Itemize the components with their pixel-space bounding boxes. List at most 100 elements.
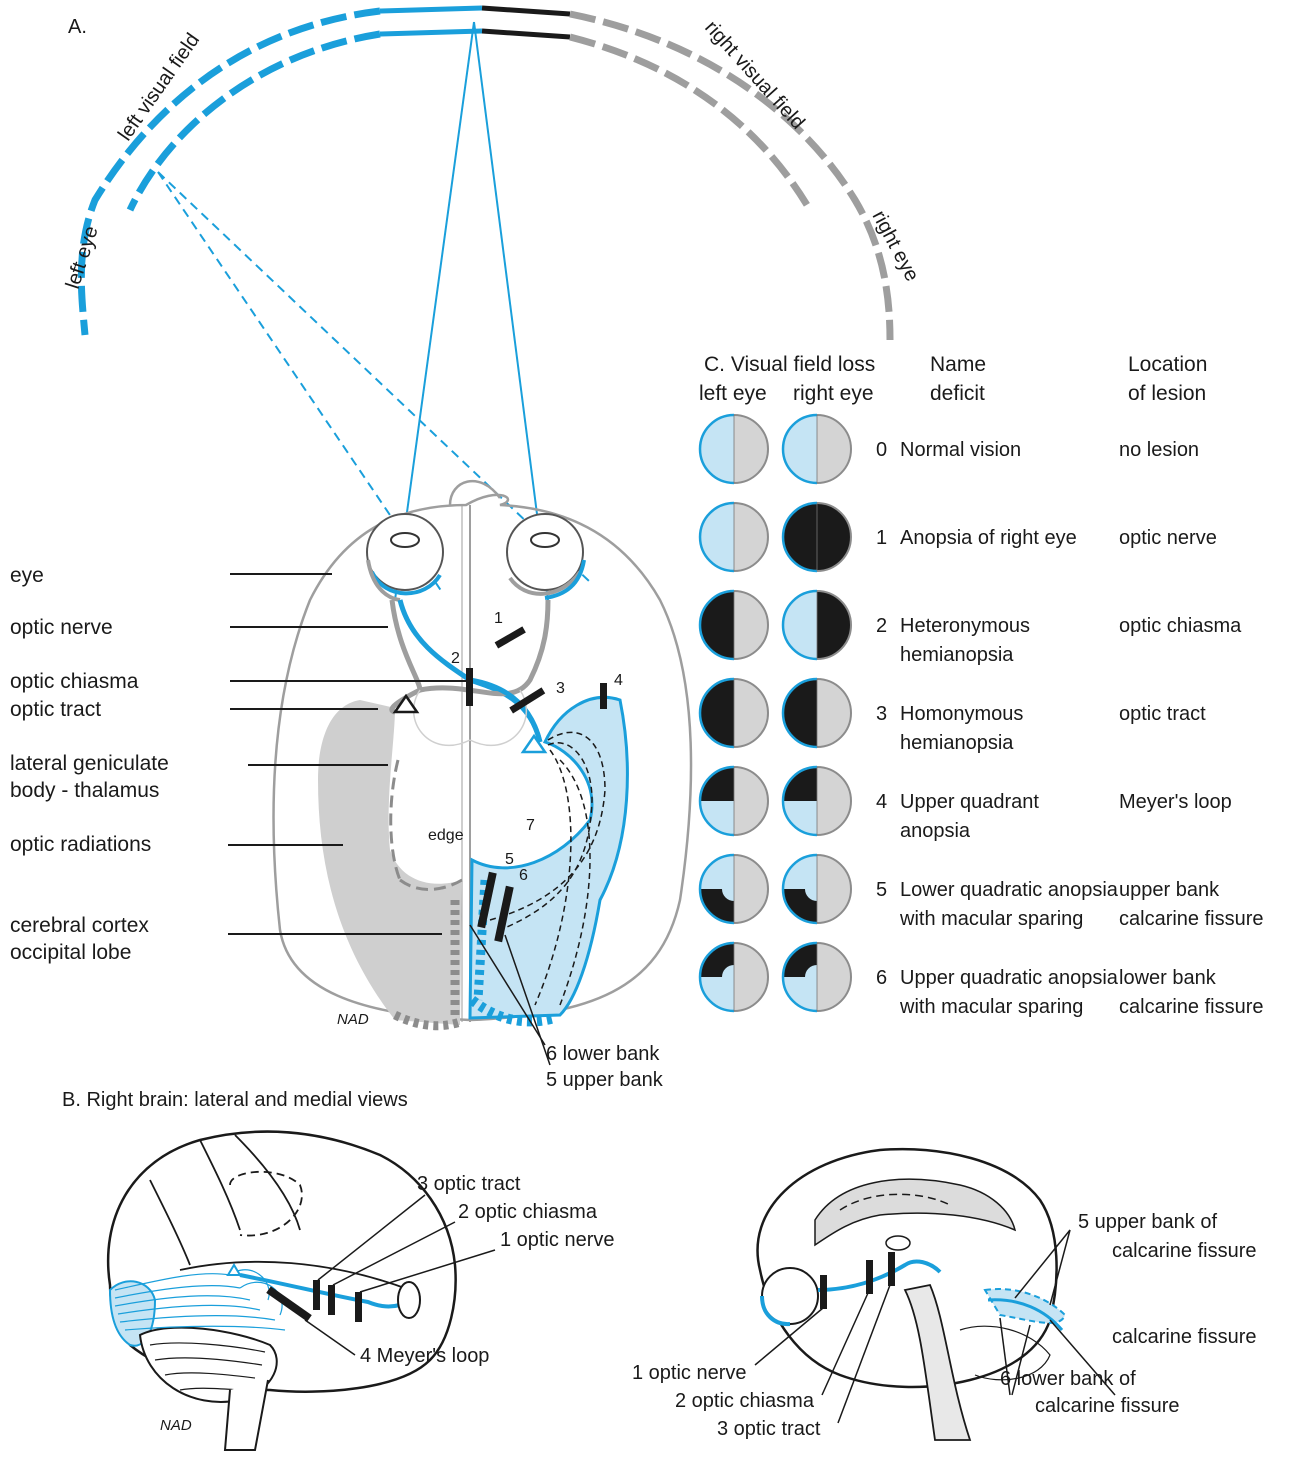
- right-field-solid-inner: [482, 31, 570, 37]
- lesion-number-5: 5: [505, 851, 514, 868]
- right-lgb: [523, 736, 545, 752]
- medial-label-optic-tract: 3 optic tract: [717, 1418, 821, 1440]
- field-disk-right-0-right-half: [817, 415, 851, 483]
- row-name2-6: with macular sparing: [899, 996, 1083, 1018]
- field-disk-left-0: [700, 415, 768, 483]
- right-eyeball-circle: [507, 514, 583, 590]
- label-lgb-line2: body - thalamus: [10, 779, 159, 802]
- lateral-lesion-2: [328, 1285, 335, 1315]
- row-name-1: Anopsia of right eye: [900, 527, 1077, 549]
- field-disk-right-5-right-half: [817, 855, 851, 923]
- row-name-6: Upper quadratic anopsia: [900, 967, 1119, 989]
- row-location-4: Meyer's loop: [1119, 791, 1232, 813]
- label-optic-radiations: optic radiations: [10, 833, 151, 856]
- field-disk-left-2: [700, 591, 768, 659]
- medial-label-calcarine: calcarine fissure: [1112, 1326, 1257, 1348]
- lesion-number-3: 3: [556, 680, 565, 697]
- medial-label-optic-nerve: 1 optic nerve: [632, 1362, 747, 1384]
- field-disk-right-1: [783, 503, 851, 571]
- field-disk-left-5: [700, 855, 768, 923]
- left-optic-radiation: [318, 700, 462, 1025]
- row-name2-2: hemianopsia: [900, 644, 1014, 666]
- label-optic-chiasma: optic chiasma: [10, 670, 139, 693]
- medial-label-lower-bank-line2: calcarine fissure: [1035, 1395, 1180, 1417]
- lesion-number-7: 7: [526, 817, 535, 834]
- row-name-4: Upper quadrant: [900, 791, 1039, 813]
- field-disk-left-4-right-half: [734, 767, 768, 835]
- medial-label-upper-bank-line2: calcarine fissure: [1112, 1240, 1257, 1262]
- medial-pineal: [886, 1236, 910, 1250]
- row-number-1: 1: [876, 527, 887, 549]
- left-field-solid-outer: [380, 8, 482, 11]
- row-location2-6: calcarine fissure: [1119, 996, 1264, 1018]
- lower-bank-label: 6 lower bank: [546, 1043, 660, 1065]
- field-disk-right-2: [783, 591, 851, 659]
- row-location2-5: calcarine fissure: [1119, 908, 1264, 930]
- panel-c: C. Visual field loss left eye right eye …: [699, 353, 1264, 1018]
- lateral-label-optic-chiasma: 2 optic chiasma: [458, 1201, 598, 1223]
- field-disk-right-4: [783, 767, 851, 835]
- label-lgb-line1: lateral geniculate: [10, 752, 169, 775]
- row-number-6: 6: [876, 967, 887, 989]
- panel-c-header-left-eye: left eye: [699, 382, 767, 405]
- field-disk-left-1: [700, 503, 768, 571]
- row-number-5: 5: [876, 879, 887, 901]
- panel-b-title: B. Right brain: lateral and medial views: [62, 1089, 408, 1111]
- row-number-2: 2: [876, 615, 887, 637]
- row-number-0: 0: [876, 439, 887, 461]
- lateral-label-optic-tract: 3 optic tract: [417, 1173, 521, 1195]
- lateral-label-meyers-loop: 4 Meyer's loop: [360, 1345, 489, 1367]
- field-disk-left-6: [700, 943, 768, 1011]
- row-location-5: upper bank: [1119, 879, 1220, 901]
- lesion-bar-2: [466, 668, 473, 706]
- left-eye-field-arc-outer: [81, 11, 380, 335]
- field-disk-right-5: [783, 855, 851, 923]
- visual-field-arcs: [81, 8, 890, 340]
- right-eyeball: [507, 514, 584, 598]
- lateral-eyeball: [398, 1282, 420, 1318]
- field-disk-left-4: [700, 767, 768, 835]
- field-disk-right-0-left-half: [783, 415, 817, 483]
- lateral-lesion-3: [313, 1280, 320, 1310]
- row-location-3: optic tract: [1119, 703, 1206, 725]
- field-disk-left-0-right-half: [734, 415, 768, 483]
- left-eye-label: left eye: [62, 223, 103, 291]
- field-disk-right-6-right-half: [817, 943, 851, 1011]
- projection-lines: [158, 22, 590, 600]
- row-number-3: 3: [876, 703, 887, 725]
- field-disk-right-6: [783, 943, 851, 1011]
- lesion-number-4: 4: [614, 672, 623, 689]
- row-name-2: Heteronymous: [900, 615, 1030, 637]
- panel-c-header-name1: Name: [930, 353, 986, 376]
- field-disk-right-2-loss-right: [817, 591, 851, 659]
- row-location-6: lower bank: [1119, 967, 1217, 989]
- edge-label: edge: [428, 827, 464, 844]
- right-field-solid-outer: [482, 8, 570, 14]
- lateral-brain-view: 3 optic tract 2 optic chiasma 1 optic ne…: [108, 1132, 614, 1450]
- lesion-bar-4: [600, 683, 607, 709]
- field-disk-left-3: [700, 679, 768, 747]
- row-name-5: Lower quadratic anopsia: [900, 879, 1119, 901]
- row-location-1: optic nerve: [1119, 527, 1217, 549]
- row-number-4: 4: [876, 791, 887, 813]
- projection-line-right-eye: [474, 22, 548, 600]
- lateral-label-optic-nerve: 1 optic nerve: [500, 1229, 615, 1251]
- field-disk-left-0-left-half: [700, 415, 734, 483]
- row-name-0: Normal vision: [900, 439, 1021, 461]
- right-internal-loop: [470, 690, 526, 745]
- upper-bank-label: 5 upper bank: [546, 1069, 664, 1091]
- right-visual-field-label: right visual field: [700, 17, 809, 134]
- lesion-number-1: 1: [494, 610, 503, 627]
- row-name2-3: hemianopsia: [900, 732, 1014, 754]
- panel-a-signature: NAD: [337, 1011, 369, 1028]
- row-name2-4: anopsia: [900, 820, 971, 842]
- row-location-2: optic chiasma: [1119, 615, 1242, 637]
- medial-lesion-3: [888, 1252, 895, 1286]
- medial-label-lower-bank-line1: 6 lower bank of: [1000, 1368, 1136, 1390]
- panel-c-header-right-eye: right eye: [793, 382, 874, 405]
- panel-c-header-name2: deficit: [930, 382, 985, 405]
- field-disk-right-4-right-half: [817, 767, 851, 835]
- panel-a-letter: A.: [68, 16, 87, 38]
- field-disk-left-1-left-half: [700, 503, 734, 571]
